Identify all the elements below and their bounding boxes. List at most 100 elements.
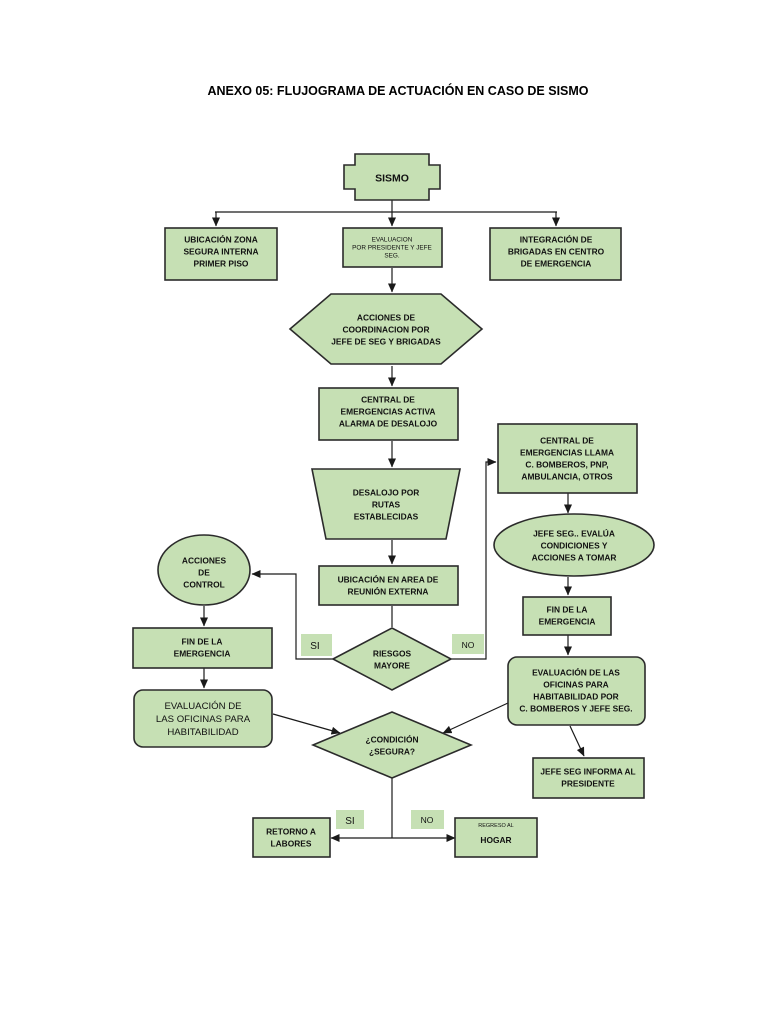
node-text-line: RETORNO A (266, 827, 316, 837)
node-text-line: EMERGENCIAS ACTIVA (341, 407, 436, 417)
node-riesgos-mayore: RIESGOS MAYORE (331, 627, 453, 691)
node-central-llama-text: CENTRAL DE EMERGENCIAS LLAMA C. BOMBEROS, … (520, 436, 614, 482)
node-text-line: ALARMA DE DESALOJO (339, 419, 438, 429)
node-text-line: EMERGENCIA (174, 649, 231, 659)
node-text-line: SEG. (384, 252, 399, 259)
riesgos-no-label: NO (462, 640, 475, 650)
node-text-line: COORDINACION POR (342, 325, 429, 335)
node-regreso-hogar-text: HOGAR (480, 835, 511, 845)
node-text-line: LAS OFICINAS PARA (156, 714, 251, 725)
node-text-line: JEFE SEG INFORMA AL (540, 767, 635, 777)
node-text-line: PRIMER PISO (194, 259, 249, 269)
node-text-line: ¿CONDICIÓN (365, 734, 418, 745)
node-text-line: EMERGENCIA (539, 617, 596, 627)
edge-riesgos-no (451, 458, 497, 660)
node-text-line: DESALOJO POR (353, 488, 420, 498)
edge-evaluacion-left-to-condicion (272, 713, 341, 735)
node-regreso-hogar-small-text: REGRESO AL (478, 823, 513, 829)
node-jefe-evalua-text: JEFE SEG.. EVALÚA CONDICIONES Y ACCIONES A… (532, 528, 617, 563)
node-text-line: EVALUACION (372, 236, 413, 243)
node-text-line: OFICINAS PARA (543, 680, 608, 690)
node-text-line: FIN DE LA (182, 637, 223, 647)
node-regreso-hogar: REGRESO AL HOGAR (454, 817, 538, 858)
node-text-line: UBICACIÓN ZONA (184, 234, 258, 245)
node-acciones-control: ACCIONES DE CONTROL (157, 534, 251, 606)
node-text-line: DE (198, 568, 210, 578)
node-fin-emergencia-left-text: FIN DE LA EMERGENCIA (174, 637, 231, 659)
node-text-line: C. BOMBEROS Y JEFE SEG. (519, 704, 632, 714)
edge-label-riesgos-no: NO (452, 634, 484, 654)
node-text-line: SISMO (375, 173, 409, 185)
node-sismo: SISMO (343, 153, 441, 201)
node-central-llama: CENTRAL DE EMERGENCIAS LLAMA C. BOMBEROS, … (497, 423, 638, 494)
node-text-line: ACCIONES DE (357, 313, 416, 323)
node-ubicacion-zona: UBICACIÓN ZONA SEGURA INTERNA PRIMER PISO (164, 227, 278, 281)
node-ubicacion-zona-text: UBICACIÓN ZONA SEGURA INTERNA PRIMER PISO (183, 234, 258, 269)
node-text-line: CONTROL (183, 580, 224, 590)
node-sismo-text: SISMO (375, 173, 409, 185)
page-title: ANEXO 05: FLUJOGRAMA DE ACTUACIÓN EN CAS… (207, 84, 589, 98)
condicion-no-label: NO (421, 815, 434, 825)
node-jefe-informa: JEFE SEG INFORMA AL PRESIDENTE (532, 757, 645, 799)
edge-evaluacion-right-to-condicion (442, 702, 509, 734)
node-acciones-control-text: ACCIONES DE CONTROL (182, 556, 227, 590)
node-text-line: RUTAS (372, 500, 401, 510)
edge-label-riesgos-si: SI (301, 634, 332, 656)
node-text-line: CONDICIONES Y (541, 541, 608, 551)
node-text-line: CENTRAL DE (540, 436, 594, 446)
edge-label-condicion-no: NO (411, 810, 444, 829)
node-text-line: EVALUACIÓN DE (164, 701, 241, 712)
node-fin-emergencia-right: FIN DE LA EMERGENCIA (522, 596, 612, 636)
node-text-line: JEFE DE SEG Y BRIGADAS (331, 337, 441, 347)
node-desalojo-text: DESALOJO POR RUTAS ESTABLECIDAS (353, 488, 420, 522)
node-evaluacion-oficinas-left: EVALUACIÓN DE LAS OFICINAS PARA HABITABILI… (133, 689, 273, 748)
node-text-line: DE EMERGENCIA (521, 259, 592, 269)
connectors (200, 199, 585, 842)
node-text-line: C. BOMBEROS, PNP, (525, 460, 608, 470)
node-desalojo: DESALOJO POR RUTAS ESTABLECIDAS (311, 468, 461, 540)
node-evaluacion-oficinas-left-text: EVALUACIÓN DE LAS OFICINAS PARA HABITABILI… (156, 701, 251, 738)
node-text-line: PRESIDENTE (561, 779, 615, 789)
node-text-line: CENTRAL DE (361, 395, 415, 405)
node-text-line: FIN DE LA (547, 605, 588, 615)
node-text-line: INTEGRACIÓN DE (520, 234, 593, 245)
node-acciones-coordinacion-text: ACCIONES DE COORDINACION POR JEFE DE SEG Y… (331, 313, 441, 347)
node-text-line: UBICACIÓN EN AREA DE (338, 574, 439, 585)
node-evaluacion-oficinas-right-text: EVALUACIÓN DE LAS OFICINAS PARA HABITABILI… (519, 667, 632, 714)
node-central-alarma-text: CENTRAL DE EMERGENCIAS ACTIVA ALARMA DE DE… (339, 395, 438, 429)
node-fin-emergencia-left: FIN DE LA EMERGENCIA (132, 627, 273, 669)
node-text-line: ACCIONES (182, 556, 227, 566)
node-evaluacion-oficinas-right: EVALUACIÓN DE LAS OFICINAS PARA HABITABILI… (507, 656, 646, 726)
node-text-line: MAYORE (374, 661, 410, 671)
node-text-line: ESTABLECIDAS (354, 512, 419, 522)
node-text-line: EVALUACIÓN DE LAS (532, 667, 620, 678)
node-retorno-labores: RETORNO A LABORES (252, 817, 331, 858)
node-retorno-labores-text: RETORNO A LABORES (266, 827, 316, 849)
node-text-line: ACCIONES A TOMAR (532, 553, 617, 563)
node-text-line: RIESGOS (373, 649, 412, 659)
node-fin-emergencia-right-text: FIN DE LA EMERGENCIA (539, 605, 596, 627)
edge-riesgos-si (251, 570, 333, 660)
edge-to-jefe-informa (569, 725, 585, 757)
node-acciones-coordinacion: ACCIONES DE COORDINACION POR JEFE DE SEG Y… (288, 293, 484, 365)
node-text-line: JEFE SEG.. EVALÚA (533, 528, 615, 539)
node-text-line: HABITABILIDAD POR (533, 692, 618, 702)
node-text-line: LABORES (271, 839, 312, 849)
node-jefe-evalua: JEFE SEG.. EVALÚA CONDICIONES Y ACCIONES A… (493, 513, 655, 577)
node-text-line: SEGURA INTERNA (183, 247, 258, 257)
node-text-line: AMBULANCIA, OTROS (521, 472, 613, 482)
condicion-si-label: SI (345, 816, 354, 827)
node-text-line: EMERGENCIAS LLAMA (520, 448, 614, 458)
node-condicion-segura-text: ¿CONDICIÓN¿SEGURA? (365, 734, 418, 757)
edge-label-condicion-si: SI (336, 810, 364, 829)
node-text-line: POR PRESIDENTE Y JEFE (352, 244, 432, 251)
node-jefe-informa-text: JEFE SEG INFORMA AL PRESIDENTE (540, 767, 635, 789)
node-central-alarma: CENTRAL DE EMERGENCIAS ACTIVA ALARMA DE DE… (318, 387, 459, 441)
node-text-line: HABITABILIDAD (167, 727, 238, 738)
